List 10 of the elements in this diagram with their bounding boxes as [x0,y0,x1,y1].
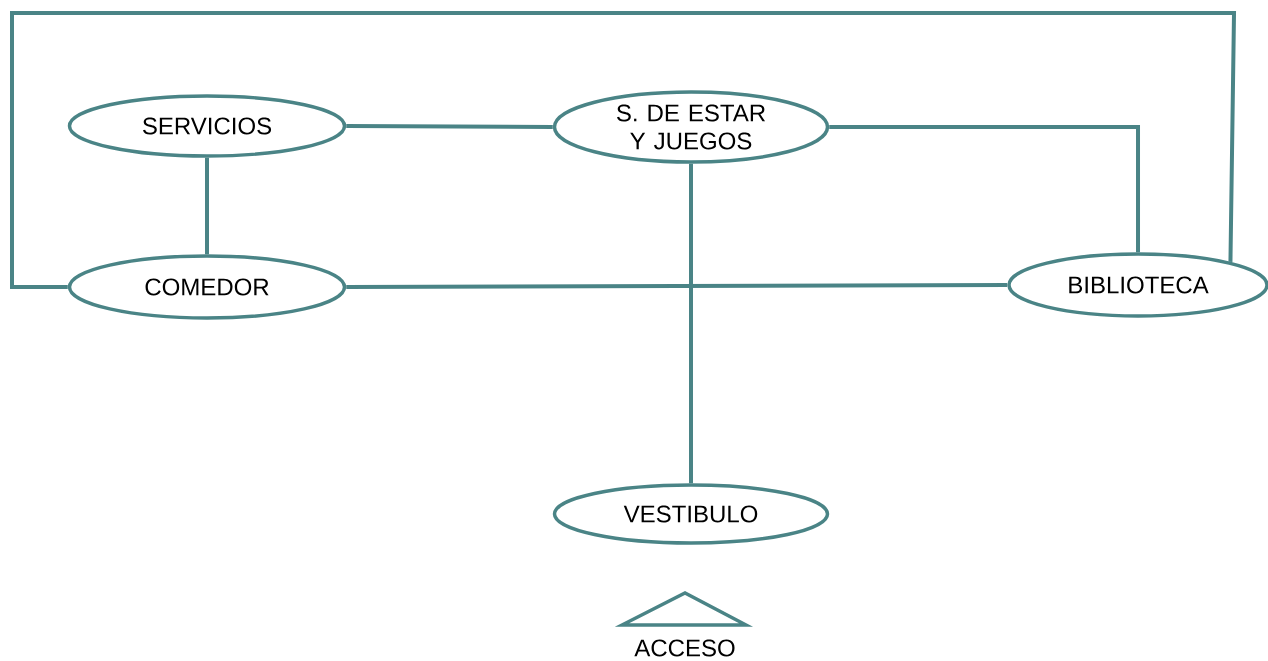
connector-line [205,157,209,255]
ellipse-node: VESTIBULO [552,483,830,545]
connector-line [10,11,1237,289]
connector-line [346,283,1008,289]
connector-line [829,125,1140,253]
connector-line [346,124,553,129]
ellipse-node: SERVICIOS [67,94,347,158]
ellipse-node: COMEDOR [67,254,347,320]
connector-line [689,163,693,484]
ellipse-node: S. DE ESTAR Y JUEGOS [552,90,830,164]
